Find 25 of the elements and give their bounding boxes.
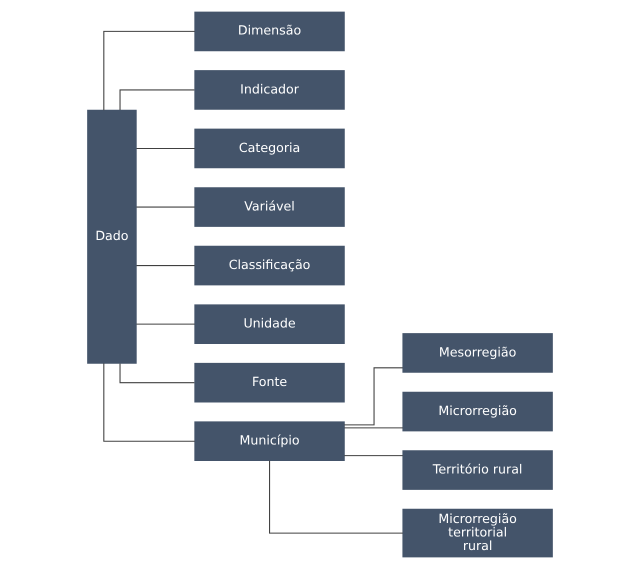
connector [103, 30, 195, 110]
connector [136, 206, 195, 208]
node-box: Território rural [402, 450, 553, 490]
node-box: Variável [194, 187, 345, 227]
connector [136, 324, 195, 325]
node-box: Mesorregião [402, 333, 553, 373]
node-box: Unidade [194, 304, 345, 344]
connector [103, 363, 195, 442]
connector [136, 265, 195, 266]
node-box: Categoria [194, 128, 345, 168]
node-box: Fonte [194, 362, 345, 402]
node-box: Classificação [194, 246, 345, 286]
connector [136, 148, 195, 150]
node-box: Dimensão [194, 12, 345, 52]
connector [120, 89, 194, 110]
connector [344, 455, 403, 456]
node-box: Município [194, 421, 345, 462]
connector [120, 364, 194, 384]
node-box: Microrregião territorial rural [402, 508, 553, 558]
connector [269, 460, 403, 534]
node-box: Dado [87, 110, 137, 364]
connector [344, 427, 403, 428]
node-box: Microrregião [402, 392, 553, 432]
connector [344, 367, 403, 426]
node-box: Indicador [194, 70, 345, 110]
